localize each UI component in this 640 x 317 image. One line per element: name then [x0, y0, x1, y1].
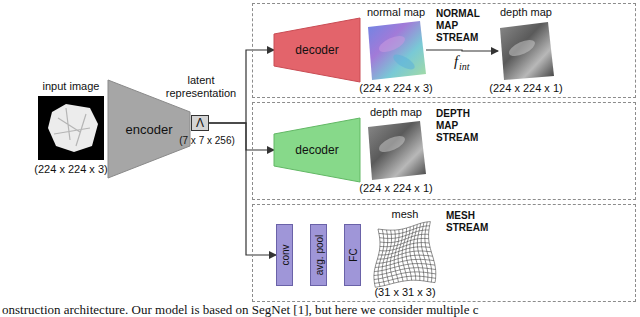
input-image: input image(224 x 224 x 3) [38, 96, 104, 160]
depth-map-image: depth map(224 x 224 x 1) [366, 120, 426, 180]
block-label: decoder [274, 144, 360, 157]
layer-label: conv [278, 244, 291, 265]
stream-title: MESH STREAM [446, 210, 500, 234]
image-title: input image [21, 80, 121, 93]
stream-panel: NORMAL MAP STREAMdecodernormal map(224 x… [252, 3, 636, 98]
image-title: normal map [351, 6, 441, 19]
subscript-label: int [459, 62, 470, 72]
stream-title: NORMAL MAP STREAM [436, 8, 490, 44]
layer-block: FC [344, 224, 361, 286]
image-title: mesh [360, 208, 450, 221]
block-label: decoder [274, 44, 360, 57]
stream-panel: MESH STREAMconvavg. poolFCmesh(31 x 31 x… [252, 204, 636, 302]
stream-panel: DEPTH MAP STREAMdecoderdepth map(224 x 2… [252, 102, 636, 200]
layer-label: FC [346, 248, 359, 261]
normal-map-image: normal map(224 x 224 x 3) [366, 20, 426, 80]
dimension: (31 x 31 x 3) [355, 286, 455, 299]
depth-map-art [368, 121, 426, 180]
figure-caption: onstruction architecture. Our model is b… [2, 303, 479, 317]
layer-block: conv [276, 224, 293, 286]
dimension: (224 x 224 x 3) [21, 163, 121, 176]
stream-title: DEPTH MAP STREAM [436, 108, 490, 144]
layer-block: avg. pool [310, 224, 327, 286]
latent-title: latent representation [161, 74, 241, 100]
connector-arrow [209, 50, 274, 123]
image-title: depth map [351, 106, 441, 119]
latent-symbol: Λ [192, 117, 208, 130]
dimension: (224 x 224 x 1) [346, 182, 446, 195]
trapezoid [274, 118, 360, 182]
layer-label: avg. pool [312, 235, 325, 276]
block-label: encoder [108, 123, 190, 136]
mesh-wireframe [374, 222, 436, 288]
dimension: (224 x 224 x 1) [476, 82, 576, 95]
mesh-line [375, 276, 436, 283]
depth-map-image: depth map(224 x 224 x 1) [498, 22, 554, 80]
mesh-line [374, 272, 436, 280]
mesh-line [374, 264, 435, 272]
latent-box: Λlatent representation(7 x 7 x 256) [191, 115, 209, 131]
mesh-image: mesh(31 x 31 x 3) [374, 222, 436, 284]
trapezoid [274, 18, 360, 82]
image-title: depth map [481, 6, 571, 19]
function-label: f [454, 54, 458, 69]
dimension: (224 x 224 x 3) [346, 82, 446, 95]
depth-map-art [500, 22, 554, 80]
dimension: (7 x 7 x 256) [162, 134, 252, 147]
decoder-block: decoder [274, 118, 360, 182]
input-image-art [38, 96, 104, 160]
mesh-line [425, 222, 432, 282]
connector-arrow [426, 50, 498, 51]
mesh-line [374, 268, 436, 276]
decoder-block: decoder [274, 18, 360, 82]
normal-map-art [368, 21, 426, 80]
mesh-line [429, 222, 436, 283]
